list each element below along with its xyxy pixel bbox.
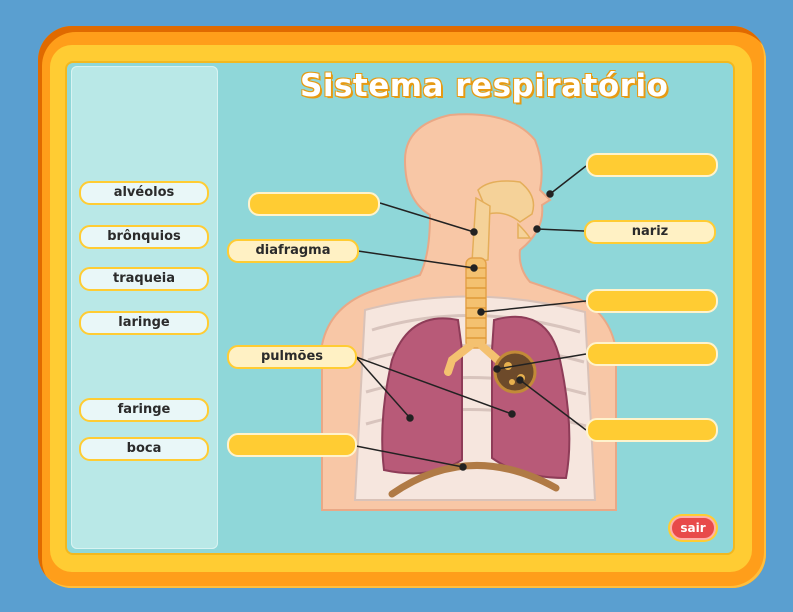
drop-slot-pulmoes[interactable]: pulmões (227, 345, 357, 369)
drop-slot-empty[interactable] (227, 433, 357, 457)
word-card-faringe[interactable]: faringe (79, 398, 209, 422)
word-bank-panel (71, 66, 218, 549)
word-card-boca[interactable]: boca (79, 437, 209, 461)
drop-slot-nariz[interactable]: nariz (584, 220, 716, 244)
drop-slot-empty[interactable] (586, 153, 718, 177)
word-card-laringe[interactable]: laringe (79, 311, 209, 335)
drop-slot-empty[interactable] (248, 192, 380, 216)
drop-slot-empty[interactable] (586, 342, 718, 366)
drop-slot-diafragma[interactable]: diafragma (227, 239, 359, 263)
word-card-bronquios[interactable]: brônquios (79, 225, 209, 249)
word-card-alveolos[interactable]: alvéolos (79, 181, 209, 205)
word-card-traqueia[interactable]: traqueia (79, 267, 209, 291)
trachea (466, 258, 486, 348)
page-title: Sistema respiratório (300, 68, 660, 112)
drop-slot-empty[interactable] (586, 289, 718, 313)
drop-slot-empty[interactable] (586, 418, 718, 442)
exit-button[interactable]: sair (670, 516, 716, 540)
